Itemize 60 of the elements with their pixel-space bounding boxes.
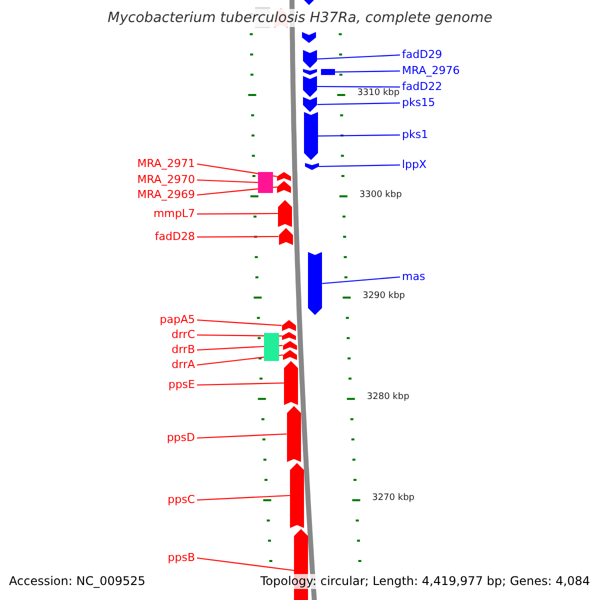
gene-label: mmpL7 xyxy=(153,207,195,221)
gene-feature xyxy=(308,252,322,315)
leader-line xyxy=(317,102,400,106)
gene-label: drrA xyxy=(172,358,195,372)
scale-label: 3280 kbp xyxy=(366,392,410,403)
leader-line xyxy=(197,212,278,215)
gene-feature xyxy=(282,332,296,340)
gene-label: fadD22 xyxy=(402,80,442,94)
gene-label: MRA_2976 xyxy=(402,64,460,78)
gene-block xyxy=(320,69,335,75)
gene-feature xyxy=(278,200,292,227)
gene-block xyxy=(264,333,279,361)
gene-label: drrC xyxy=(171,328,195,342)
gene-label: fadD29 xyxy=(402,48,442,62)
leader-line xyxy=(316,54,400,60)
scale-label: 3290 kbp xyxy=(362,291,405,302)
scale-label: 3300 kbp xyxy=(359,190,402,201)
footer-text: Topology: circular; Length: 4,419,977 bp; Genes: 4,084 xyxy=(260,574,590,589)
gene-label: MRA_2969 xyxy=(137,188,195,202)
gene-label: lppX xyxy=(402,158,427,172)
gene-label: ppsC xyxy=(168,493,195,507)
gene-feature xyxy=(302,32,316,43)
gene-label: pks1 xyxy=(402,128,428,142)
gene-feature xyxy=(282,320,296,331)
gene-feature xyxy=(303,97,318,112)
gene-label: ppsD xyxy=(166,431,195,445)
leader-line xyxy=(196,557,294,572)
leader-line xyxy=(197,236,279,238)
gene-feature xyxy=(282,341,296,350)
leader-line xyxy=(318,134,400,137)
leader-line xyxy=(318,164,400,168)
gene-label: ppsE xyxy=(168,378,195,392)
leader-line xyxy=(317,86,400,88)
gene-label: ppsB xyxy=(168,551,195,565)
gene-label: MRA_2970 xyxy=(137,173,195,187)
gene-label: papA5 xyxy=(160,313,195,327)
scale-label: 3270 kbp xyxy=(372,493,414,504)
gene-feature xyxy=(286,406,301,462)
gene-label: mas xyxy=(402,270,426,284)
gene-feature xyxy=(277,181,292,193)
leader-line xyxy=(196,186,278,196)
leader-line xyxy=(196,319,282,326)
leader-line xyxy=(196,163,277,178)
leader-line xyxy=(196,433,287,439)
scale-label: 3310 kbp xyxy=(357,88,400,99)
gene-block xyxy=(258,172,274,193)
leader-line xyxy=(334,70,400,73)
gene-feature xyxy=(304,163,319,170)
gene-label: drrB xyxy=(172,343,195,357)
gene-label: pks15 xyxy=(402,96,436,110)
leader-line xyxy=(322,276,400,284)
footer-text: Accession: NC_009525 xyxy=(9,574,146,589)
leader-line xyxy=(196,179,258,184)
gene-feature xyxy=(278,228,293,245)
gene-label: fadD28 xyxy=(154,230,195,244)
leader-line xyxy=(196,494,290,501)
leader-line xyxy=(196,382,284,386)
gene-feature xyxy=(276,172,291,181)
gene-label: MRA_2971 xyxy=(137,157,195,171)
gene-feature xyxy=(290,463,304,528)
